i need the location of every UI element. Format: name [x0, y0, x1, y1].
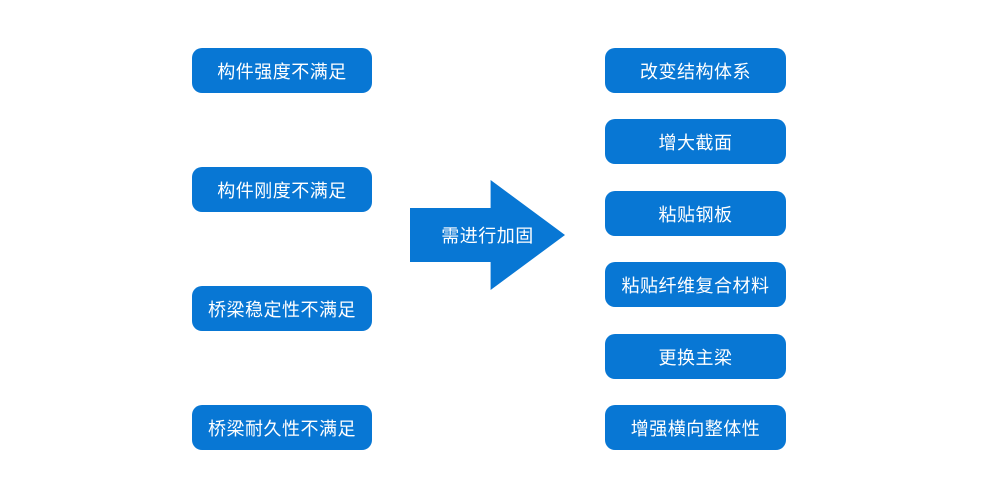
cause-box-strength-label: 构件强度不满足: [217, 61, 347, 82]
method-box-bond-frp-label: 粘贴纤维复合材料: [621, 275, 770, 296]
cause-box-stability: 桥梁稳定性不满足: [192, 286, 372, 331]
method-box-enlarge-section-label: 增大截面: [658, 132, 733, 153]
method-box-replace-girder: 更换主梁: [605, 334, 786, 379]
cause-box-stiffness: 构件刚度不满足: [192, 167, 372, 212]
method-box-change-structure: 改变结构体系: [605, 48, 786, 93]
cause-box-stiffness-label: 构件刚度不满足: [217, 180, 347, 201]
method-box-transverse-integrity: 增强横向整体性: [605, 405, 786, 450]
cause-box-stability-label: 桥梁稳定性不满足: [208, 299, 356, 320]
method-box-transverse-integrity-label: 增强横向整体性: [630, 418, 761, 439]
cause-box-strength: 构件强度不满足: [192, 48, 372, 93]
cause-box-durability: 桥梁耐久性不满足: [192, 405, 372, 450]
cause-box-durability-label: 桥梁耐久性不满足: [208, 418, 356, 439]
method-box-bond-frp: 粘贴纤维复合材料: [605, 262, 786, 307]
method-box-enlarge-section: 增大截面: [605, 119, 786, 164]
arrow-label: 需进行加固: [441, 226, 534, 246]
method-box-change-structure-label: 改变结构体系: [640, 61, 751, 82]
method-box-replace-girder-label: 更换主梁: [658, 347, 733, 368]
right-arrow-icon: 需进行加固: [410, 180, 565, 290]
method-box-bond-steel-plate: 粘贴钢板: [605, 191, 786, 236]
method-box-bond-steel-plate-label: 粘贴钢板: [658, 204, 733, 225]
